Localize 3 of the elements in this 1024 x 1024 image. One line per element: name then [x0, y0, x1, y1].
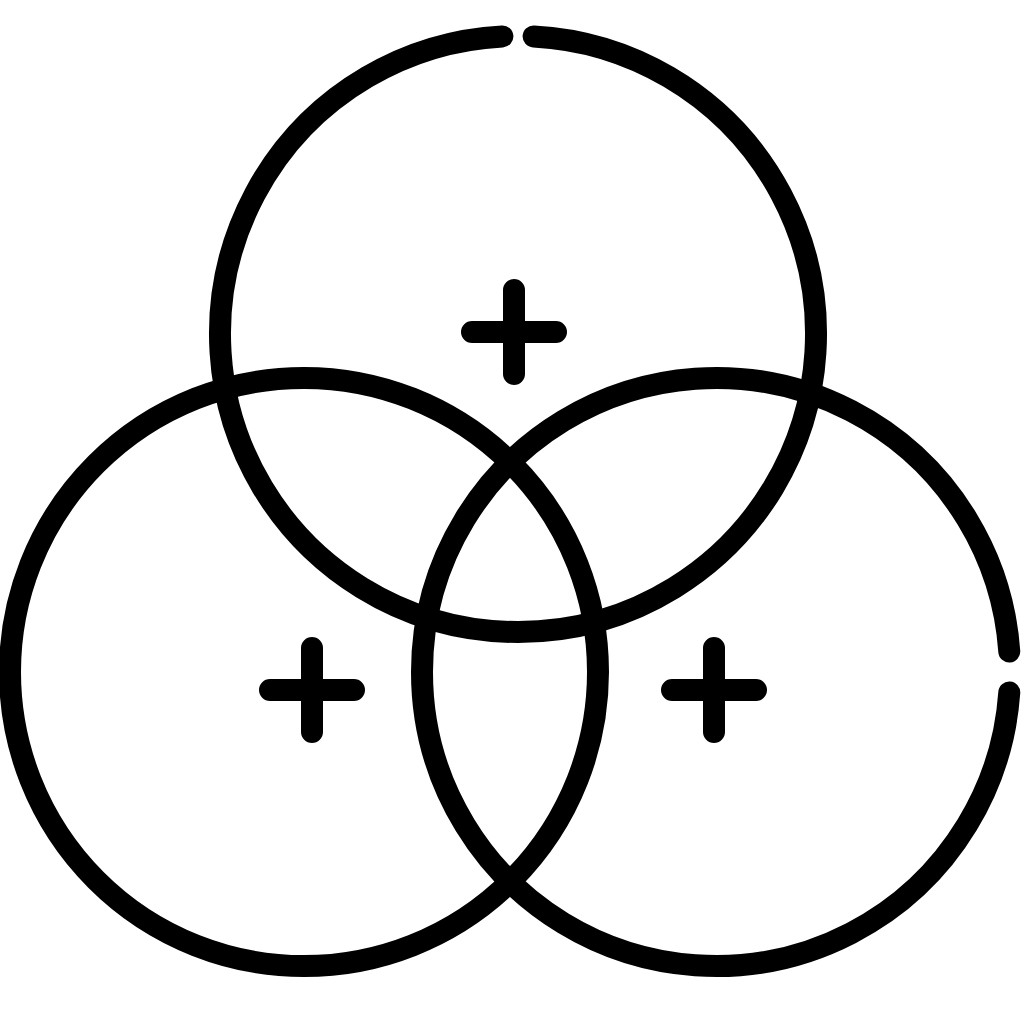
- circle-outline: [209, 25, 827, 643]
- circle-outline: [411, 367, 1021, 977]
- circle-outline: [0, 367, 609, 977]
